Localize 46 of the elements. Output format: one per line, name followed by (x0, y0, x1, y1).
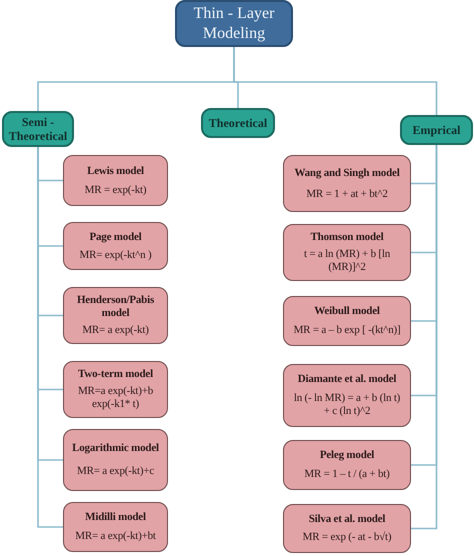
model-equation: MR = 1 – t / (a + bt) (304, 468, 390, 481)
model-equation: t = a ln (MR) + b [ln (MR)]^2 (302, 248, 392, 274)
model-equation: MR = exp(-kt) (84, 184, 146, 196)
model-box (283, 296, 411, 346)
category-box (2, 111, 74, 147)
root-box (175, 0, 293, 47)
model-box (63, 155, 168, 206)
model-name: Two-term model (78, 368, 153, 381)
category-box (201, 108, 275, 138)
model-name: Silva et al. model (308, 512, 386, 526)
model-equation: MR=a exp(-kt)+b exp(-k1* t) (76, 385, 154, 411)
model-box (63, 429, 168, 491)
model-name: Peleg model (320, 449, 374, 462)
title-text: Thin - Layer Modeling (192, 4, 276, 43)
model-name: Lewis model (87, 164, 144, 178)
model-name: Wang and Singh model (294, 166, 400, 180)
model-name: Weibull model (314, 305, 380, 318)
connector-line (233, 47, 438, 115)
model-box (283, 504, 411, 553)
model-equation: ln (- ln MR) = a + b (ln t) + c (ln t)^2 (292, 392, 402, 418)
model-box (283, 155, 411, 212)
connector-line (37, 147, 63, 528)
model-box (63, 502, 168, 552)
category-box (400, 115, 473, 145)
model-name: Diamante et al. model (298, 373, 396, 386)
model-name: Thomson model (310, 231, 384, 244)
model-name: Midilli model (85, 511, 146, 524)
model-equation: MR= exp(-kt^n ) (80, 248, 152, 262)
model-box (283, 224, 411, 281)
model-name: Henderson/Pabis model (76, 294, 156, 320)
model-name: Logarithmic model (72, 442, 159, 455)
model-box (63, 287, 168, 344)
model-box (63, 361, 168, 418)
model-equation: MR = 1 + at + bt^2 (306, 188, 388, 200)
category-label: Semi - Theoretical (8, 114, 68, 144)
model-name: Page model (89, 230, 142, 244)
category-label: Emprical (412, 122, 460, 138)
category-label: Theoretical (208, 116, 268, 130)
model-box (283, 440, 411, 490)
model-box (283, 364, 411, 427)
model-equation: MR = exp (- at - b√t) (302, 531, 392, 544)
model-equation: MR= a exp(-kt)+bt (75, 530, 156, 543)
model-box (63, 222, 168, 270)
model-equation: MR= a exp(-kt) (82, 324, 149, 337)
model-equation: MR = a – b exp [ -(kt^n)] (294, 324, 400, 337)
model-equation: MR= a exp(-kt)+c (76, 465, 154, 478)
